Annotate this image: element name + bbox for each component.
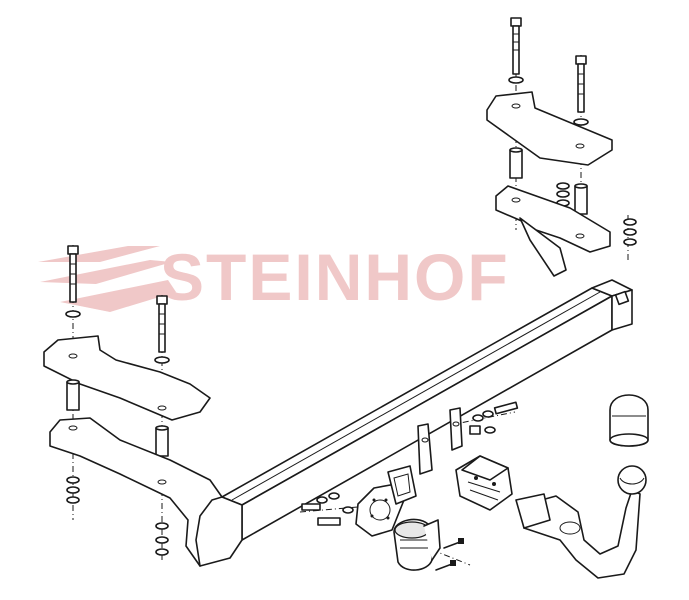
tow-ball-neck xyxy=(515,489,641,579)
socket-bracket-clip xyxy=(387,465,417,505)
steinhof-watermark-logo: STEINHOF xyxy=(38,240,510,314)
right-side-bracket xyxy=(495,185,611,277)
left-front-washer-nut-stack xyxy=(155,522,169,556)
electrical-socket xyxy=(393,518,441,571)
center-bolt-set-left xyxy=(301,492,354,526)
socket-mounting-plate xyxy=(355,483,405,537)
tow-ball-head xyxy=(617,465,647,495)
right-upper-clamp-plate xyxy=(486,91,613,166)
right-spacer-tube xyxy=(509,147,523,179)
socket-screws xyxy=(435,538,464,571)
center-mounting-lugs xyxy=(417,407,463,475)
tow-ball-flange-block xyxy=(455,455,513,511)
left-upper-clamp-plate xyxy=(43,335,211,421)
left-spacer-tube-front xyxy=(155,425,169,457)
watermark-brand-text: STEINHOF xyxy=(160,240,510,314)
left-side-bracket xyxy=(49,417,243,567)
left-spacer-tube xyxy=(66,379,80,411)
hitch-crossbar-tube xyxy=(221,279,633,541)
right-mounting-bolt-front xyxy=(508,17,524,84)
tow-ball-cap xyxy=(609,394,649,447)
watermark-swoosh-icon xyxy=(38,246,176,312)
right-mounting-bolt-rear xyxy=(573,55,589,126)
right-spacer-tube-rear xyxy=(574,183,588,215)
left-mounting-bolt-rear xyxy=(65,245,81,318)
left-mounting-bolt-front xyxy=(154,295,170,364)
center-bolt-set-right xyxy=(469,401,519,435)
left-washer-nut-stack xyxy=(66,476,80,504)
far-right-washer-nut-stack xyxy=(623,218,637,246)
